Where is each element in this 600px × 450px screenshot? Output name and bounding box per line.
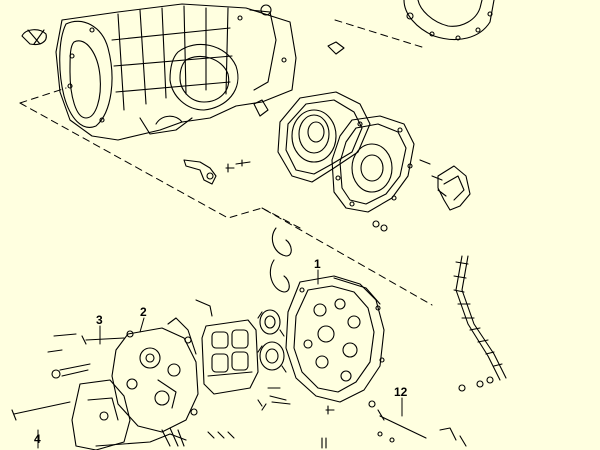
bracket-and-bolts xyxy=(183,159,251,185)
transmission-housing xyxy=(21,3,345,141)
bearings xyxy=(257,309,287,401)
callout-1: 1 xyxy=(314,257,321,271)
assembly-guide-lines xyxy=(19,19,433,306)
front-cover-plate xyxy=(285,275,385,403)
callout-3: 3 xyxy=(96,313,103,327)
callout-4: 4 xyxy=(34,432,41,446)
gasket-and-cover-group xyxy=(277,91,471,232)
top-right-cover xyxy=(403,0,495,41)
callout-labels: 1 2 3 4 12 xyxy=(34,257,408,446)
callout-leaders xyxy=(37,269,403,449)
callout-12: 12 xyxy=(394,385,408,399)
oil-pump-gasket xyxy=(201,319,259,395)
screws-and-studs xyxy=(11,333,494,449)
snap-rings xyxy=(269,227,292,293)
callout-2: 2 xyxy=(140,305,147,319)
timing-chain xyxy=(453,255,507,381)
oil-pump-housing xyxy=(111,299,213,433)
lower-left-casting xyxy=(51,363,187,450)
